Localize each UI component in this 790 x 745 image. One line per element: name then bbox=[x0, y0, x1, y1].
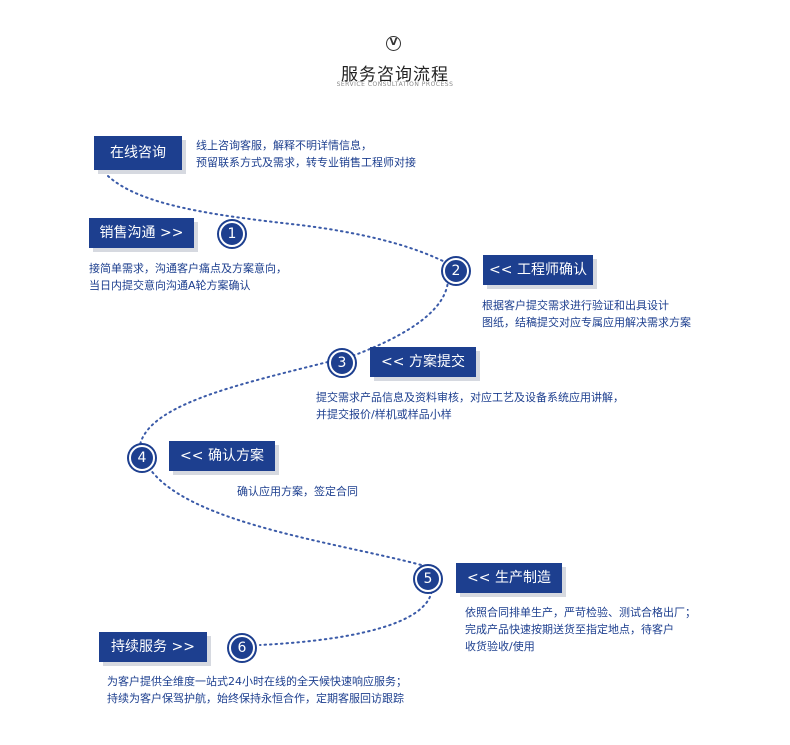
step-1-badge: 1 bbox=[219, 221, 245, 247]
step-3-label: << 方案提交 bbox=[381, 354, 465, 370]
intro-label: 在线咨询 bbox=[110, 145, 166, 161]
step-5-desc: 依照合同排单生产，严苛检验、测试合格出厂； 完成产品快速按期送货至指定地点，待客… bbox=[465, 606, 696, 653]
step-4-badge: 4 bbox=[129, 445, 155, 471]
page-subtitle: SERVICE CONSULTATION PROCESS bbox=[336, 81, 454, 88]
step-6-desc: 为客户提供全维度一站式24小时在线的全天候快速响应服务； 持续为客户保驾护航，始… bbox=[107, 675, 407, 705]
step-5-box: << 生产制造 bbox=[456, 563, 562, 593]
step-1-desc: 接简单需求，沟通客户痛点及方案意向， 当日内提交意向沟通A轮方案确认 bbox=[89, 262, 287, 292]
step-3-desc: 提交需求产品信息及资料审核，对应工艺及设备系统应用讲解， 并提交报价/样机或样品… bbox=[316, 391, 624, 421]
step-2-label: << 工程师确认 bbox=[489, 262, 587, 278]
header: V 服务咨询流程 SERVICE CONSULTATION PROCESS bbox=[0, 0, 790, 100]
step-4-box: << 确认方案 bbox=[169, 441, 275, 471]
step-3-badge: 3 bbox=[329, 350, 355, 376]
step-1-box: 销售沟通 >> bbox=[89, 218, 194, 248]
step-1-label: 销售沟通 >> bbox=[99, 225, 184, 241]
step-5-badge: 5 bbox=[415, 566, 441, 592]
page-title: 服务咨询流程 bbox=[341, 65, 449, 85]
step-6-badge: 6 bbox=[229, 635, 255, 661]
step-2-box: << 工程师确认 bbox=[483, 255, 593, 285]
step-4-desc: 确认应用方案，签定合同 bbox=[237, 485, 358, 498]
step-4-label: << 确认方案 bbox=[180, 448, 264, 464]
step-6-label: 持续服务 >> bbox=[111, 639, 195, 655]
intro-box: 在线咨询 bbox=[94, 136, 182, 170]
step-3-box: << 方案提交 bbox=[370, 347, 476, 377]
intro-desc: 线上咨询客服，解释不明详情信息， 预留联系方式及需求，转专业销售工程师对接 bbox=[196, 139, 416, 169]
logo-icon: V bbox=[386, 36, 401, 51]
step-2-badge: 2 bbox=[443, 258, 469, 284]
step-2-desc: 根据客户提交需求进行验证和出具设计 图纸，结稿提交对应专属应用解决需求方案 bbox=[482, 299, 691, 329]
step-6-box: 持续服务 >> bbox=[99, 632, 207, 662]
step-5-label: << 生产制造 bbox=[467, 570, 551, 586]
